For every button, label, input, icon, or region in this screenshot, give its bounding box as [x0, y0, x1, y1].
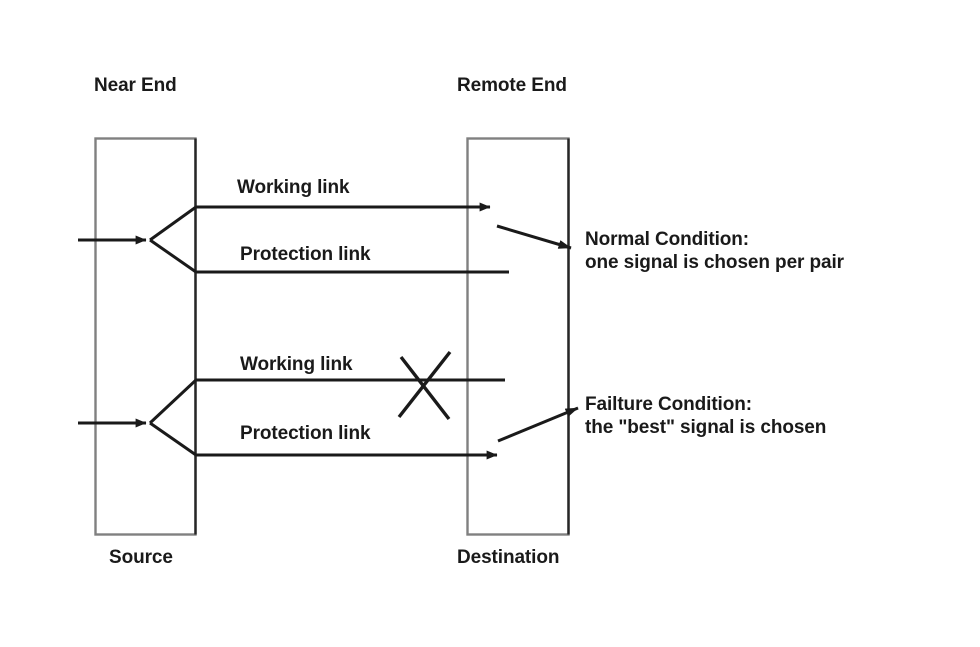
- lower-pair-paths: [78, 350, 505, 460]
- normal-condition-leader-arrow: [496, 224, 572, 250]
- lower-splitter-working-branch: [148, 378, 198, 425]
- failure-condition-note: Failture Condition: the "best" signal is…: [585, 393, 826, 439]
- failure-condition-title: Failture Condition:: [585, 394, 752, 415]
- upper-splitter-protection-branch: [149, 238, 197, 274]
- link-failure-x-icon: [397, 350, 452, 421]
- source-box: [94, 137, 197, 536]
- upper-splitter-working-branch: [149, 205, 197, 242]
- destination-caption: Destination: [457, 547, 560, 568]
- lower-splitter-protection-branch: [149, 421, 197, 457]
- source-box-outline: [94, 137, 197, 536]
- normal-condition-note: Normal Condition: one signal is chosen p…: [585, 228, 844, 274]
- failure-x-stroke-b: [397, 350, 452, 419]
- upper-protection-link-label: Protection link: [240, 244, 371, 265]
- upper-pair-paths: [78, 202, 509, 274]
- near-end-header: Near End: [94, 75, 177, 96]
- failure-x-stroke-a: [399, 355, 451, 421]
- failure-condition-leader-arrow: [497, 406, 579, 443]
- destination-box: [466, 137, 570, 536]
- source-caption: Source: [109, 547, 173, 568]
- failure-condition-detail: the "best" signal is chosen: [585, 417, 827, 439]
- destination-box-outline: [466, 137, 570, 536]
- normal-condition-detail: one signal is chosen per pair: [585, 252, 844, 274]
- normal-condition-title: Normal Condition:: [585, 229, 750, 250]
- upper-working-link-label: Working link: [237, 177, 350, 198]
- lower-working-link-label: Working link: [240, 354, 353, 375]
- remote-end-header: Remote End: [457, 75, 567, 96]
- lower-protection-link-label: Protection link: [240, 423, 371, 444]
